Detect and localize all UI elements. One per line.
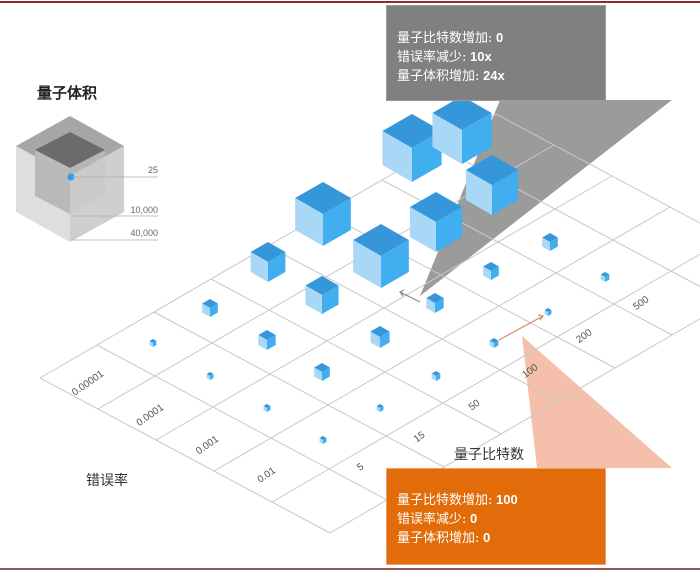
- legend-value-25: 25: [147, 165, 158, 175]
- legend-value-10000: 10,000: [130, 205, 158, 215]
- legend-cube: [16, 116, 158, 242]
- legend-title: 量子体积: [37, 84, 98, 102]
- callout-qubit-increase: 量子比特数增加: 100 错误率减少: 0 量子体积增加: 0: [386, 468, 606, 565]
- callout-row: 量子比特数增加: 100: [397, 492, 518, 508]
- frame-top-border: [0, 1, 700, 3]
- callout-error-rate-improvement: 量子比特数增加: 0 错误率减少: 10x 量子体积增加: 24x: [386, 5, 606, 101]
- legend-value-40000: 40,000: [130, 228, 158, 238]
- y-axis-title: 错误率: [86, 473, 128, 489]
- orange-callout-beam: [522, 336, 672, 468]
- orange-arrow: [498, 314, 545, 341]
- gray-arrow: [399, 289, 421, 303]
- x-axis-title: 量子比特数: [454, 447, 524, 463]
- qubit-cubes: [149, 96, 610, 444]
- callout-row: 量子比特数增加: 0: [397, 30, 504, 46]
- callout-row: 量子体积增加: 0: [397, 530, 491, 546]
- callout-row: 量子体积增加: 24x: [397, 68, 505, 84]
- frame-bottom-border: [0, 568, 700, 570]
- callout-row: 错误率减少: 10x: [397, 49, 492, 65]
- callout-row: 错误率减少: 0: [397, 511, 478, 527]
